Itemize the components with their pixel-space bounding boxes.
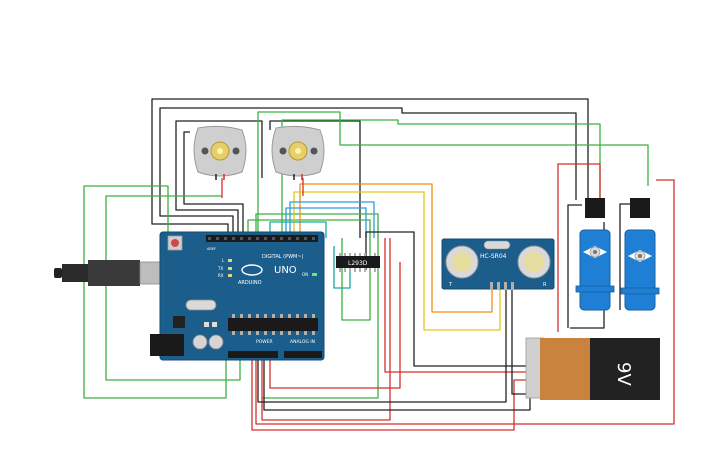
- servo-1[interactable]: [575, 198, 615, 311]
- l293d-driver-chip[interactable]: L293D: [336, 253, 380, 272]
- wire-red-7[interactable]: [384, 238, 530, 373]
- arduino-uno-board[interactable]: DIGITAL (PWM~) AREF UNO ARDUINO L TX RX …: [54, 231, 325, 361]
- wires: [83, 98, 675, 431]
- sonar-model-label: HC-SR04: [480, 253, 507, 260]
- wire-black-2[interactable]: [159, 107, 577, 238]
- wire-blue-1[interactable]: [289, 201, 375, 238]
- wire-black-5[interactable]: [269, 120, 361, 238]
- wire-teal-2[interactable]: [333, 246, 351, 289]
- usb-plug-icon: [54, 260, 171, 286]
- analog-label: ANALOG IN: [290, 339, 315, 345]
- dc-motor-2[interactable]: [271, 125, 325, 180]
- wire-black-4[interactable]: [183, 131, 244, 238]
- battery-label: 9V: [613, 362, 634, 386]
- wire-orange[interactable]: [299, 183, 493, 313]
- wire-blue-2[interactable]: [285, 207, 367, 238]
- aref-label: AREF: [207, 247, 216, 251]
- wire-black-1[interactable]: [151, 98, 589, 238]
- wire-green-4[interactable]: [105, 195, 241, 381]
- wire-green-1[interactable]: [257, 111, 649, 238]
- wire-red-8[interactable]: [269, 262, 401, 389]
- hc-sr04-sensor[interactable]: HC-SR04 T R: [441, 238, 555, 290]
- voltage-regulator: [173, 316, 185, 328]
- l-led-label: L: [222, 258, 225, 263]
- dc-motor-icon: [193, 125, 247, 180]
- power-header[interactable]: [228, 351, 278, 358]
- tx-led: [228, 267, 232, 270]
- l-led: [228, 259, 232, 262]
- analog-header[interactable]: [284, 351, 322, 358]
- digital-label: DIGITAL (PWM~): [262, 254, 304, 260]
- servo-icon: [628, 250, 652, 262]
- capacitor-1: [192, 334, 208, 350]
- power-label: POWER: [256, 339, 273, 345]
- sonar-crystal: [483, 240, 511, 250]
- wire-black-8[interactable]: [365, 231, 528, 367]
- wire-red-6[interactable]: [557, 163, 601, 332]
- wire-red-3[interactable]: [251, 357, 530, 431]
- arduino-logo: [241, 264, 263, 276]
- wire-black-11[interactable]: [567, 204, 582, 328]
- on-led: [312, 273, 317, 276]
- tx-label: TX: [217, 266, 223, 271]
- wire-green-3[interactable]: [83, 185, 227, 399]
- power-jack[interactable]: [150, 334, 184, 356]
- sonar-r-label: R: [543, 282, 547, 288]
- uno-text: UNO: [274, 265, 297, 276]
- dc-motor-1[interactable]: [193, 125, 247, 180]
- servo-2[interactable]: [620, 198, 660, 311]
- capacitor-2: [208, 334, 224, 350]
- wire-black-3[interactable]: [175, 120, 263, 238]
- rx-label: RX: [218, 273, 224, 278]
- sonar-t-label: T: [448, 282, 453, 288]
- wire-red-4[interactable]: [261, 238, 391, 421]
- atmega-chip: [228, 318, 318, 331]
- wire-teal-1[interactable]: [269, 221, 327, 238]
- wire-yellow[interactable]: [293, 191, 501, 331]
- digital-header[interactable]: [206, 235, 318, 242]
- battery-9v[interactable]: 9V: [525, 337, 660, 400]
- wire-red-5[interactable]: [255, 179, 675, 425]
- wire-green-6[interactable]: [255, 213, 379, 399]
- crystal: [185, 299, 217, 311]
- wire-black-7[interactable]: [257, 290, 507, 403]
- wire-black-12[interactable]: [619, 203, 634, 310]
- l293d-label: L293D: [348, 260, 368, 267]
- dc-motor-icon: [271, 125, 325, 180]
- rx-led: [228, 274, 232, 277]
- servo-icon: [583, 246, 607, 258]
- arduino-brand-text: ARDUINO: [238, 280, 262, 286]
- on-label: ON: [302, 272, 308, 277]
